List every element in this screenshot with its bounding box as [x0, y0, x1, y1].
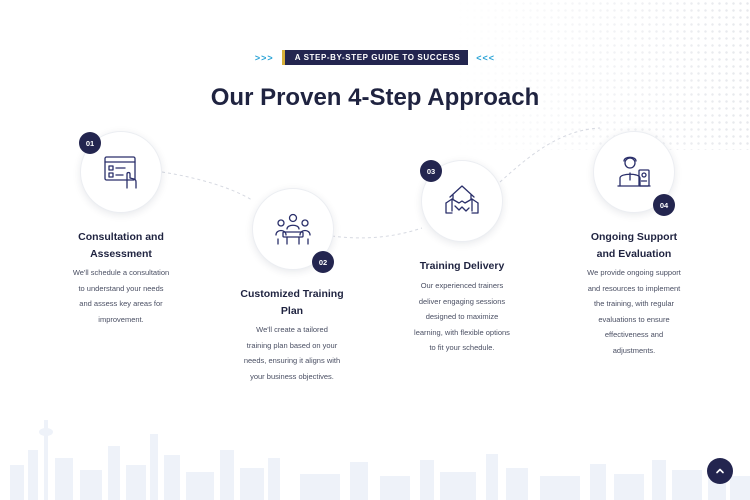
step-2-title-line2: Plan [280, 305, 304, 317]
step-1-title: Consultation and Assessment [61, 229, 181, 263]
background-dot-pattern [450, 0, 750, 150]
city-skyline-decoration [10, 420, 750, 500]
step-3-description: Our experienced trainers deliver engagin… [414, 281, 510, 352]
step-2-description: We'll create a tailored training plan ba… [243, 325, 341, 381]
step-4-title: Ongoing Support and Evaluation [574, 229, 694, 263]
chevron-right-decoration: <<< [476, 52, 496, 63]
page-title: Our Proven 4-Step Approach [210, 84, 540, 111]
section-eyebrow: >>> A STEP-BY-STEP GUIDE TO SUCCESS <<< [0, 50, 750, 65]
step-4-number-badge: 04 [653, 194, 675, 216]
chevron-left-decoration: >>> [254, 52, 274, 63]
support-agent-icon [617, 156, 651, 187]
step-1-description: We'll schedule a consultation to underst… [72, 268, 170, 324]
step-3-number-badge: 03 [420, 160, 442, 182]
step-3-title-line1: Training Delivery [419, 260, 505, 272]
step-4-description: We provide ongoing support and resources… [587, 268, 681, 355]
handshake-icon [445, 185, 479, 214]
team-meeting-icon [275, 213, 311, 245]
step-1-title-line1: Consultation and [78, 231, 164, 243]
step-4-title-line2: and Evaluation [596, 248, 672, 260]
step-4-title-line1: Ongoing Support [590, 231, 678, 243]
step-2-number-badge: 02 [312, 251, 334, 273]
step-1-number-badge: 01 [79, 132, 101, 154]
step-2-title-line1: Customized Training [240, 288, 344, 300]
step-2-title: Customized Training Plan [232, 286, 352, 320]
step-3-title: Training Delivery [402, 258, 522, 275]
chevron-up-icon [716, 468, 724, 474]
eyebrow-badge: A STEP-BY-STEP GUIDE TO SUCCESS [281, 50, 469, 65]
step-1-title-line2: Assessment [90, 248, 152, 260]
checklist-screen-icon [104, 156, 137, 189]
scroll-to-top-button[interactable] [707, 458, 733, 484]
